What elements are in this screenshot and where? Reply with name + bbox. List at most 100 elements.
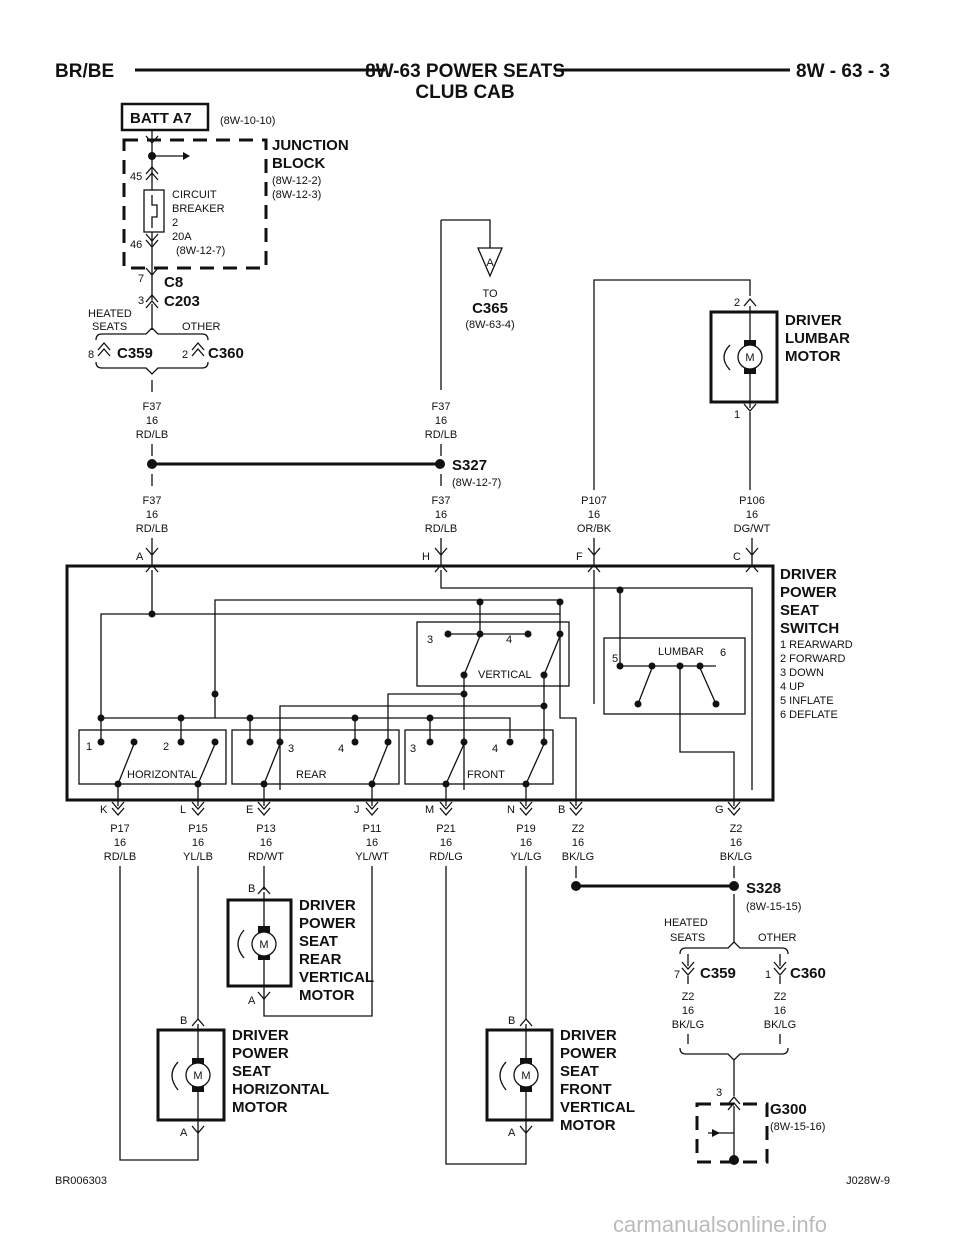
lumbar-label: LUMBAR bbox=[658, 646, 704, 658]
front-motor-title-3: SEAT bbox=[560, 1063, 599, 1080]
header-left: BR/BE bbox=[55, 61, 114, 82]
c8-pin: 7 bbox=[138, 273, 144, 285]
p106-circuit: P106 bbox=[739, 495, 765, 507]
c359-top-label: C359 bbox=[117, 345, 153, 362]
z2d-circuit: Z2 bbox=[774, 991, 787, 1003]
horiz-motor-title-5: MOTOR bbox=[232, 1099, 288, 1116]
front-motor-title-2: POWER bbox=[560, 1045, 617, 1062]
s327-ref: (8W-12-7) bbox=[452, 477, 501, 489]
vert-4: 4 bbox=[506, 634, 512, 646]
vert-3: 3 bbox=[427, 634, 433, 646]
front-motor-title-6: MOTOR bbox=[560, 1117, 616, 1134]
p17-circuit: P17 bbox=[110, 823, 130, 835]
horiz-1: 1 bbox=[86, 741, 92, 753]
p107-color: OR/BK bbox=[577, 523, 612, 535]
horiz-motor-title-4: HORIZONTAL bbox=[232, 1081, 329, 1098]
switch-title-4: SWITCH bbox=[780, 620, 839, 637]
z2a-gauge: 16 bbox=[572, 837, 584, 849]
c203-pin: 3 bbox=[138, 295, 144, 307]
p106-gauge: 16 bbox=[746, 509, 758, 521]
front-motor-box bbox=[485, 1028, 554, 1122]
c365-label: C365 bbox=[472, 300, 508, 317]
p11-gauge: 16 bbox=[366, 837, 378, 849]
front-motor-title-1: DRIVER bbox=[560, 1027, 617, 1044]
lumbar-5: 5 bbox=[612, 653, 618, 665]
front-motor-title-5: VERTICAL bbox=[560, 1099, 635, 1116]
rear-motor-pin-bot: A bbox=[248, 995, 256, 1007]
front-label: FRONT bbox=[467, 769, 505, 781]
p11-color: YL/WT bbox=[355, 851, 389, 863]
watermark: carmanualsonline.info bbox=[613, 1212, 827, 1237]
f37a-color: RD/LB bbox=[136, 429, 168, 441]
batt-ref: (8W-10-10) bbox=[220, 115, 275, 127]
f37d-color: RD/LB bbox=[425, 523, 457, 535]
front-4: 4 bbox=[492, 743, 498, 755]
rear-motor-m: M bbox=[259, 939, 268, 951]
rear-label: REAR bbox=[296, 769, 327, 781]
p13-gauge: 16 bbox=[260, 837, 272, 849]
p19-color: YL/LG bbox=[510, 851, 541, 863]
pin-top-f: F bbox=[576, 551, 583, 563]
rear-motor-title-3: SEAT bbox=[299, 933, 338, 950]
breaker-l2: BREAKER bbox=[172, 203, 225, 215]
pin-g: G bbox=[715, 804, 724, 816]
jb-ref-2: (8W-12-3) bbox=[272, 189, 321, 201]
horiz-motor-box bbox=[156, 1028, 226, 1122]
pin-e: E bbox=[246, 804, 253, 816]
horizontal-label: HORIZONTAL bbox=[127, 769, 197, 781]
rear-3: 3 bbox=[288, 743, 294, 755]
heated-seats-bot-2: SEATS bbox=[670, 932, 705, 944]
z2c-gauge: 16 bbox=[682, 1005, 694, 1017]
z2b-circuit: Z2 bbox=[730, 823, 743, 835]
p19-gauge: 16 bbox=[520, 837, 532, 849]
bottom-pins: K L E J M N B G bbox=[100, 804, 724, 816]
c365-to: TO bbox=[482, 288, 498, 300]
pin-n: N bbox=[507, 804, 515, 816]
rear-motor-pin-top: B bbox=[248, 883, 255, 895]
p106-color: DG/WT bbox=[734, 523, 771, 535]
horiz-motor-title-3: SEAT bbox=[232, 1063, 271, 1080]
z2b-gauge: 16 bbox=[730, 837, 742, 849]
horiz-motor-title-1: DRIVER bbox=[232, 1027, 289, 1044]
legend-6: 6 DEFLATE bbox=[780, 709, 838, 721]
z2c-circuit: Z2 bbox=[682, 991, 695, 1003]
header-subtitle: CLUB CAB bbox=[415, 82, 514, 103]
z2c-color: BK/LG bbox=[672, 1019, 704, 1031]
c360-bot-label: C360 bbox=[790, 965, 826, 982]
jb-title-2: BLOCK bbox=[272, 155, 325, 172]
c360-bot-pin: 1 bbox=[765, 969, 771, 981]
switch-title-1: DRIVER bbox=[780, 566, 837, 583]
g300-ref: (8W-15-16) bbox=[770, 1121, 825, 1133]
breaker-ref: (8W-12-7) bbox=[176, 245, 225, 257]
heated-seats-top-1: HEATED bbox=[88, 308, 132, 320]
s327-label: S327 bbox=[452, 457, 487, 474]
heated-seats-top-2: SEATS bbox=[92, 321, 127, 333]
f37a-circuit: F37 bbox=[143, 401, 162, 413]
pin-top-c: C bbox=[733, 551, 741, 563]
header-title: 8W-63 POWER SEATS bbox=[365, 61, 565, 82]
p21-circuit: P21 bbox=[436, 823, 456, 835]
lumbar-6: 6 bbox=[720, 647, 726, 659]
f37b-circuit: F37 bbox=[432, 401, 451, 413]
f37b-gauge: 16 bbox=[435, 415, 447, 427]
lumbar-m: M bbox=[745, 352, 754, 364]
p15-circuit: P15 bbox=[188, 823, 208, 835]
c360-top-pin: 2 bbox=[182, 349, 188, 361]
f37c-circuit: F37 bbox=[143, 495, 162, 507]
c360-top-label: C360 bbox=[208, 345, 244, 362]
horiz-2: 2 bbox=[163, 741, 169, 753]
front-motor-m: M bbox=[521, 1070, 530, 1082]
pin-top-h: H bbox=[422, 551, 430, 563]
z2d-color: BK/LG bbox=[764, 1019, 796, 1031]
breaker-l1: CIRCUIT bbox=[172, 189, 217, 201]
p13-circuit: P13 bbox=[256, 823, 276, 835]
legend-1: 1 REARWARD bbox=[780, 639, 853, 651]
other-bot: OTHER bbox=[758, 932, 797, 944]
other-top: OTHER bbox=[182, 321, 221, 333]
vertical-label: VERTICAL bbox=[478, 669, 532, 681]
f37c-color: RD/LB bbox=[136, 523, 168, 535]
heated-seats-bot-1: HEATED bbox=[664, 917, 708, 929]
lumbar-motor-box bbox=[709, 310, 779, 404]
rear-motor-title-5: VERTICAL bbox=[299, 969, 374, 986]
s327-splice bbox=[435, 459, 445, 469]
